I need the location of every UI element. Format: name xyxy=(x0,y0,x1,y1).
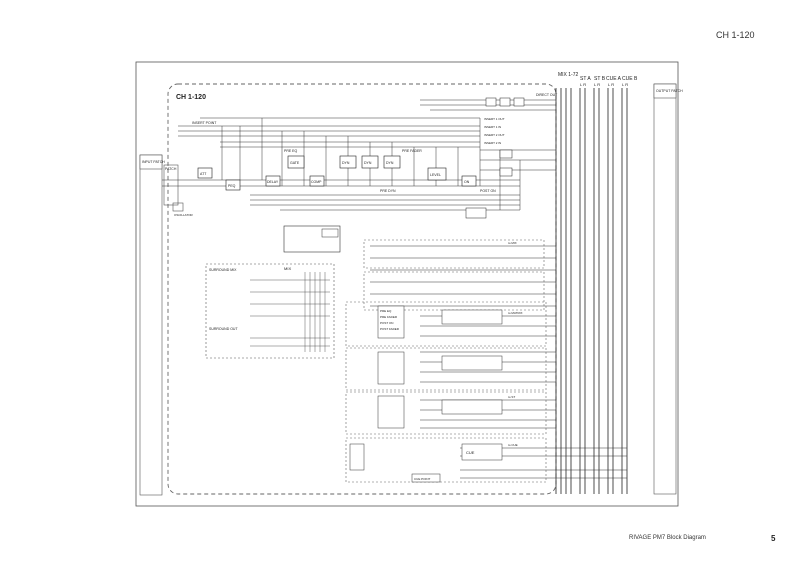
diagram-text: CUE POINT xyxy=(414,477,431,481)
diagram-text: SURROUND MIX xyxy=(209,268,237,272)
diagram-text: INSERT POINT xyxy=(192,121,217,125)
diagram-rect xyxy=(514,98,524,106)
channel-frame xyxy=(168,84,556,494)
diagram-text: PRE FADER xyxy=(402,149,422,153)
diagram-text: DELAY xyxy=(267,180,279,184)
diagram-text: to CUE xyxy=(508,443,518,447)
diagram-text: GATE xyxy=(290,161,300,165)
bus-sub-header: L R xyxy=(608,82,614,87)
diagram-rect xyxy=(350,444,364,470)
diagram-rect xyxy=(378,352,404,384)
diagram-text: INSERT 2 OUT xyxy=(484,133,505,137)
diagram-text: INSERT 1 OUT xyxy=(484,117,505,121)
bus-sub-header: L R xyxy=(594,82,600,87)
diagram-text: to MIX xyxy=(508,241,517,245)
diagram-text: PRE EQ xyxy=(380,309,392,313)
diagram-text: CUE xyxy=(466,450,475,455)
mix-grid xyxy=(250,272,330,352)
bus-lines xyxy=(556,88,627,494)
diagram-text: ATT xyxy=(200,172,207,176)
diagram-text: POST FADER xyxy=(380,327,400,331)
diagram-text: PRE EQ xyxy=(284,149,298,153)
diagram-rect xyxy=(442,400,502,414)
diagram-text: to MATRIX xyxy=(508,311,522,315)
diagram-rect xyxy=(466,208,486,218)
bus-sub-header: L R xyxy=(580,82,586,87)
oscillator-label: OSCILLATOR xyxy=(174,213,194,217)
diagram-rect xyxy=(442,310,502,324)
bus-sub-header: L R xyxy=(622,82,628,87)
diagram-text: DIRECT OUT xyxy=(536,93,558,97)
left-patch-column xyxy=(140,155,162,495)
patch-box xyxy=(164,165,178,205)
diagram-rect xyxy=(442,356,502,370)
input-patch-label: INPUT PATCH xyxy=(142,160,165,164)
diagram-text: INSERT 2 IN xyxy=(484,141,501,145)
diagram-text: COMP xyxy=(311,180,322,184)
diagram-text: DYN xyxy=(364,161,372,165)
output-patch-label: OUTPUT PATCH xyxy=(656,89,683,93)
output-column xyxy=(654,84,676,494)
cue-section: CUE CUE POINT xyxy=(350,444,502,482)
diagram-text: ON xyxy=(464,180,470,184)
diagram-text: PEQ xyxy=(228,184,236,188)
patch-label: PATCH xyxy=(165,167,177,171)
diagram-rect xyxy=(486,98,496,106)
diagram-text: INSERT 1 IN xyxy=(484,125,501,129)
diagram-text: PRE DYN xyxy=(380,189,396,193)
diagram-text: DYN xyxy=(342,161,350,165)
diagram-text: POST ON xyxy=(480,189,496,193)
document-footer: RIVAGE PM7 Block Diagram xyxy=(629,535,706,541)
matrix-blocks: PRE EQ PRE FADER POST ON POST FADER xyxy=(378,306,502,428)
section-title: CH 1-120 xyxy=(176,94,206,101)
diagram-rect xyxy=(500,150,512,158)
diagram-text: DYN xyxy=(386,161,394,165)
outer-frame xyxy=(136,62,678,506)
page-number: 5 xyxy=(771,534,775,543)
insert-ports: INSERT 1 OUT INSERT 1 IN INSERT 2 OUT IN… xyxy=(484,117,505,145)
chain-labels: INSERT POINT PRE EQ PRE FADER POST ON PR… xyxy=(192,93,558,193)
diagram-text: MIX xyxy=(284,266,291,271)
diagram-rect xyxy=(364,272,544,310)
diagram-text: PRE FADER xyxy=(380,315,398,319)
bus-header: MIX 1-72 xyxy=(558,72,579,78)
bus-headers: MIX 1-72 ST A ST B CUE A CUE B L R L R L… xyxy=(558,72,638,87)
diagram-text: to ST xyxy=(508,395,515,399)
diagram-text: POST ON xyxy=(380,321,393,325)
diagram-text: SURROUND OUT xyxy=(209,327,238,331)
diagram-rect xyxy=(500,168,512,176)
diagram-rect xyxy=(378,396,404,428)
diagram-rect xyxy=(364,240,544,268)
chain-blocks: ATT PEQ DELAY GATE COMP DYN DYN DYN LEVE… xyxy=(198,156,476,190)
diagram-rect xyxy=(500,98,510,106)
diagram-rect xyxy=(322,229,338,237)
diagram-text: LEVEL xyxy=(430,173,441,177)
